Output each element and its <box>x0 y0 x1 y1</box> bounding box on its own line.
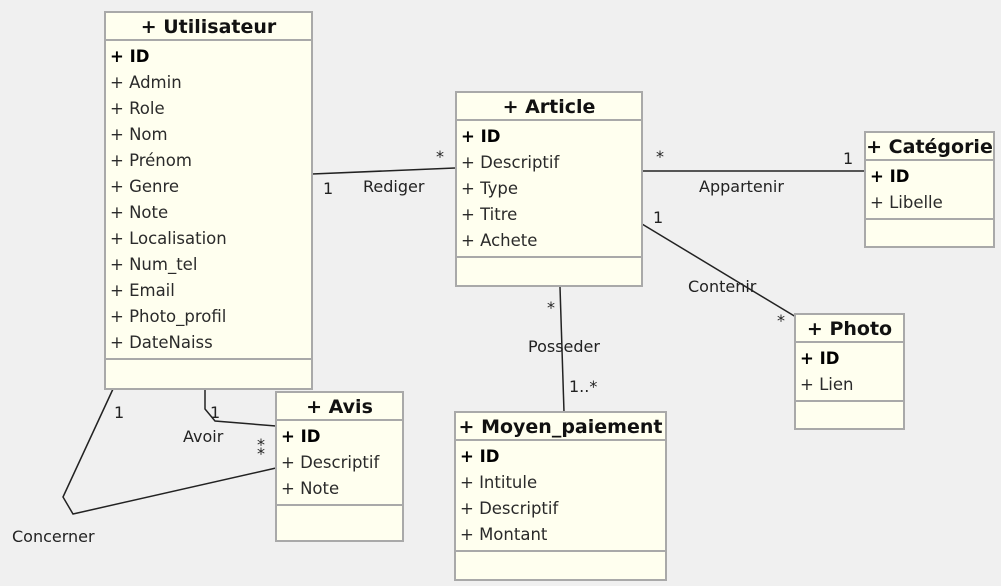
attribute: + ID <box>460 447 500 466</box>
attribute: + Photo_profil <box>110 307 227 326</box>
class-utilisateur-operations <box>106 358 311 390</box>
class-moyen-paiement-title: + Moyen_paiement <box>456 413 665 441</box>
class-avis-operations <box>277 504 402 535</box>
attribute: + Montant <box>460 525 548 544</box>
appartenir-mult-article: * <box>656 147 664 166</box>
attribute: + Descriptif <box>281 453 380 472</box>
attribute: + Prénom <box>110 151 192 170</box>
attribute: + Titre <box>461 205 518 224</box>
attribute: + Num_tel <box>110 255 198 274</box>
posseder-label: Posseder <box>528 337 600 356</box>
class-moyen-paiement-operations <box>456 550 665 577</box>
contenir-mult-photo: * <box>777 311 785 330</box>
posseder-line <box>559 286 565 413</box>
attribute: + ID <box>461 127 501 146</box>
attribute: + Descriptif <box>460 499 559 518</box>
class-moyen-paiement[interactable]: + Moyen_paiement + ID + Intitule + Descr… <box>454 411 667 581</box>
attribute: + DateNaiss <box>110 333 213 352</box>
contenir-line <box>641 223 797 318</box>
concerner-mult-avis: * <box>257 444 265 463</box>
class-photo-operations <box>796 400 903 430</box>
class-photo-attributes: + ID + Lien <box>796 343 903 400</box>
rediger-label: Rediger <box>363 177 425 196</box>
contenir-mult-article: 1 <box>653 208 664 227</box>
class-article[interactable]: + Article + ID + Descriptif + Type + Tit… <box>455 91 643 287</box>
attribute: + ID <box>110 47 150 66</box>
posseder-mult-moyen-paiement: 1..* <box>569 377 598 396</box>
concerner-label: Concerner <box>12 527 95 546</box>
class-photo[interactable]: + Photo + ID + Lien <box>794 313 905 430</box>
attribute: + Note <box>281 479 340 498</box>
attribute: + Lien <box>800 375 854 394</box>
attribute: + Email <box>110 281 175 300</box>
class-avis-title: + Avis <box>277 393 402 421</box>
class-photo-title: + Photo <box>796 315 903 343</box>
appartenir-label: Appartenir <box>699 177 784 196</box>
attribute: + Descriptif <box>461 153 560 172</box>
class-utilisateur-attributes: + ID + Admin + Role + Nom + Prénom + Gen… <box>106 41 311 358</box>
class-avis-attributes: + ID + Descriptif + Note <box>277 421 402 504</box>
attribute: + ID <box>800 349 840 368</box>
attribute: + Libelle <box>870 193 943 212</box>
class-utilisateur-title: + Utilisateur <box>106 13 311 41</box>
avoir-line <box>204 389 277 427</box>
contenir-label: Contenir <box>688 277 757 296</box>
concerner-line <box>62 388 277 515</box>
class-article-operations <box>457 256 641 286</box>
class-avis[interactable]: + Avis + ID + Descriptif + Note <box>275 391 404 542</box>
avoir-mult-avis: * <box>257 435 265 454</box>
avoir-mult-utilisateur: 1 <box>210 403 221 422</box>
attribute: + ID <box>870 167 910 186</box>
rediger-line <box>311 167 456 175</box>
class-categorie-attributes: + ID + Libelle <box>866 161 993 218</box>
attribute: + Achete <box>461 231 538 250</box>
class-utilisateur[interactable]: + Utilisateur + ID + Admin + Role + Nom … <box>104 11 313 390</box>
attribute: + Genre <box>110 177 180 196</box>
rediger-mult-article: * <box>436 147 444 166</box>
class-article-attributes: + ID + Descriptif + Type + Titre + Achet… <box>457 121 641 256</box>
avoir-label: Avoir <box>183 427 224 446</box>
class-moyen-paiement-attributes: + ID + Intitule + Descriptif + Montant <box>456 441 665 550</box>
attribute: + Note <box>110 203 169 222</box>
rediger-mult-utilisateur: 1 <box>323 179 334 198</box>
class-categorie-title: + Catégorie <box>866 133 993 161</box>
attribute: + Type <box>461 179 518 198</box>
concerner-mult-utilisateur: 1 <box>114 403 125 422</box>
attribute: + Role <box>110 99 165 118</box>
posseder-mult-article: * <box>547 298 555 317</box>
attribute: + Localisation <box>110 229 227 248</box>
class-categorie-operations <box>866 218 993 248</box>
appartenir-mult-categorie: 1 <box>843 149 854 168</box>
class-article-title: + Article <box>457 93 641 121</box>
class-categorie[interactable]: + Catégorie + ID + Libelle <box>864 131 995 248</box>
attribute: + ID <box>281 427 321 446</box>
attribute: + Intitule <box>460 473 538 492</box>
attribute: + Nom <box>110 125 168 144</box>
attribute: + Admin <box>110 73 182 92</box>
